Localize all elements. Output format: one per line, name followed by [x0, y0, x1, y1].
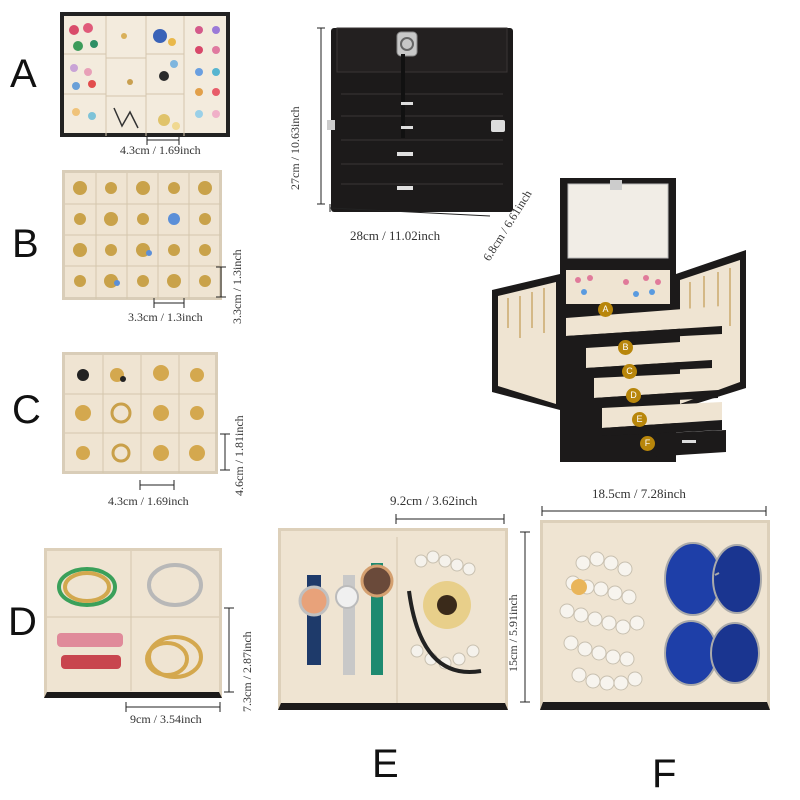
jewelry-box-closed — [325, 24, 517, 214]
tray-e — [278, 528, 508, 710]
tray-d-width-label: 9cm / 3.54inch — [130, 712, 202, 726]
drawer-marker-f: F — [640, 436, 655, 451]
tray-b-compartments — [65, 173, 221, 299]
jewelry-box-open-drawing — [492, 178, 746, 462]
box-height-line — [317, 27, 325, 205]
tray-b-width-marker — [153, 298, 185, 308]
drawer-marker-b: B — [618, 340, 633, 355]
tray-a-dimension-marker — [146, 135, 180, 145]
tray-a — [60, 12, 230, 137]
label-e: E — [372, 742, 399, 786]
label-c: C — [12, 388, 41, 432]
drawer-marker-a: A — [598, 302, 613, 317]
tray-e-height-label: 15cm / 5.91inch — [506, 594, 520, 672]
tray-b-height-label: 3.3cm / 1.3inch — [230, 249, 244, 324]
tray-e-width-marker — [395, 514, 505, 524]
tray-e-width-label: 9.2cm / 3.62inch — [390, 493, 478, 508]
label-d: D — [8, 600, 37, 644]
tray-c-height-marker — [220, 433, 230, 471]
tray-d-height-label: 7.3cm / 2.87inch — [240, 631, 254, 712]
label-f: F — [652, 752, 677, 796]
tray-c — [62, 352, 218, 474]
jewelry-box-closed-drawing — [327, 27, 513, 212]
tray-c-compartments — [65, 355, 217, 473]
box-height-label: 27cm / 10.63inch — [288, 106, 302, 190]
drawer-marker-d: D — [626, 388, 641, 403]
tray-c-width-marker — [139, 480, 175, 490]
label-a: A — [10, 52, 37, 96]
tray-f-width-marker — [541, 506, 767, 516]
box-width-label: 28cm / 11.02inch — [350, 228, 441, 243]
tray-d-compartments — [47, 551, 219, 691]
tray-d — [44, 548, 222, 698]
tray-e-compartments — [298, 537, 482, 703]
tray-a-width-label: 4.3cm / 1.69inch — [120, 143, 201, 157]
tray-b — [62, 170, 222, 300]
tray-f — [540, 520, 770, 710]
tray-a-compartments — [64, 16, 220, 136]
drawer-marker-e: E — [632, 412, 647, 427]
tray-b-height-marker — [216, 266, 226, 298]
box-width-line — [329, 204, 491, 217]
label-b: B — [12, 222, 39, 266]
tray-e-height-marker — [520, 531, 530, 703]
tray-c-height-label: 4.6cm / 1.81inch — [232, 415, 246, 496]
jewelry-box-open — [486, 178, 756, 468]
tray-d-width-marker — [125, 702, 221, 712]
tray-c-width-label: 4.3cm / 1.69inch — [108, 494, 189, 508]
drawer-marker-c: C — [622, 364, 637, 379]
tray-d-height-marker — [224, 607, 234, 693]
tray-f-contents — [559, 542, 762, 691]
tray-f-width-label: 18.5cm / 7.28inch — [592, 486, 686, 501]
tray-b-width-label: 3.3cm / 1.3inch — [128, 310, 203, 324]
